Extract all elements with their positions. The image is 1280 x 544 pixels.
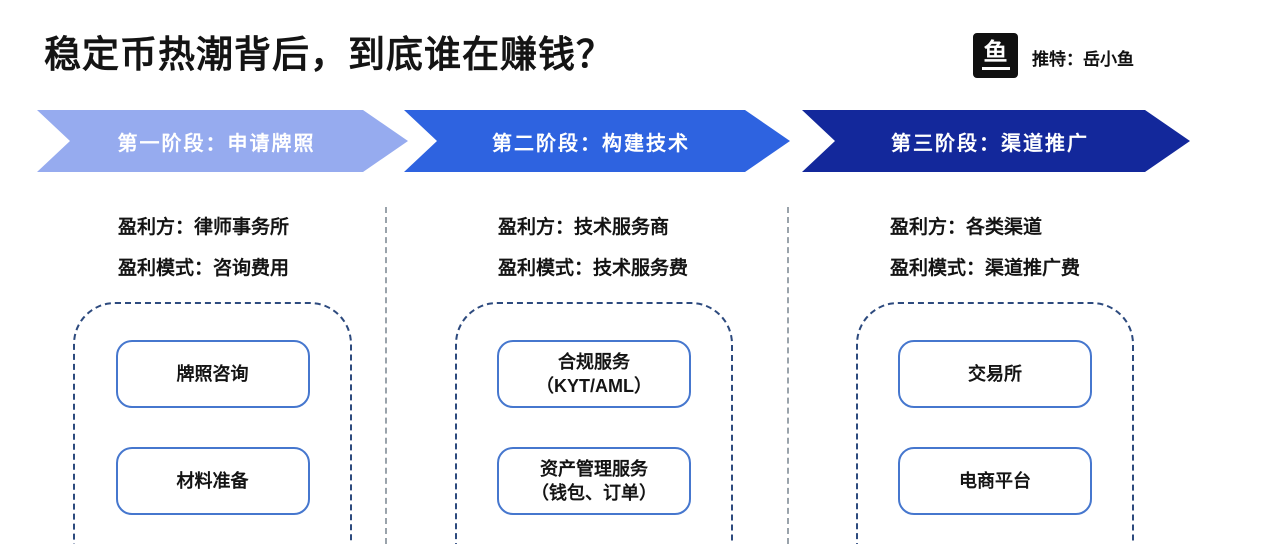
twitter-handle: 推特：岳小鱼	[1032, 50, 1134, 69]
stage2-profit-party: 盈利方：技术服务商	[498, 217, 670, 238]
stage3-banner-label: 第三阶段：渠道推广	[891, 132, 1089, 155]
stage1-profit-model: 盈利模式：咨询费用	[118, 258, 290, 279]
stage2-banner-label: 第二阶段：构建技术	[492, 132, 690, 155]
item-label: 资产管理服务	[540, 458, 648, 479]
column-divider-1	[385, 207, 387, 544]
item-label: 交易所	[968, 363, 1022, 384]
stage1-group: 牌照咨询 材料准备	[73, 302, 352, 544]
item-sublabel: （钱包、订单）	[531, 483, 657, 503]
stage3-item-1: 交易所	[898, 340, 1092, 408]
stage2-banner: 第二阶段：构建技术	[404, 110, 790, 172]
stage1-item-2: 材料准备	[115, 447, 310, 515]
stage1-profit-party: 盈利方：律师事务所	[118, 217, 290, 238]
stage2-item-2: 资产管理服务 （钱包、订单）	[497, 447, 691, 515]
item-label: 材料准备	[176, 470, 249, 491]
stage3-group: 交易所 电商平台	[856, 302, 1134, 544]
stage3-profit-model: 盈利模式：渠道推广费	[890, 258, 1081, 279]
stage2-profit-model: 盈利模式：技术服务费	[498, 258, 689, 279]
stage1-banner-label: 第一阶段：申请牌照	[117, 132, 316, 155]
stage2-group: 合规服务 （KYT/AML） 资产管理服务 （钱包、订单）	[455, 302, 733, 544]
stage3-profit-party: 盈利方：各类渠道	[890, 217, 1043, 238]
fish-logo-char: 鱼	[981, 41, 1010, 70]
stage1-item-1: 牌照咨询	[115, 340, 310, 408]
item-label: 合规服务	[558, 351, 630, 372]
stage3-banner: 第三阶段：渠道推广	[802, 110, 1190, 172]
item-sublabel: （KYT/AML）	[536, 376, 652, 396]
page-title: 稳定币热潮背后，到底谁在赚钱？	[44, 34, 614, 75]
column-divider-2	[787, 207, 789, 544]
item-label: 电商平台	[959, 470, 1031, 491]
item-label: 牌照咨询	[176, 363, 249, 384]
fish-logo-icon: 鱼	[973, 33, 1018, 78]
stage2-item-1: 合规服务 （KYT/AML）	[497, 340, 691, 408]
stage3-item-2: 电商平台	[898, 447, 1092, 515]
stage1-banner: 第一阶段：申请牌照	[37, 110, 408, 172]
